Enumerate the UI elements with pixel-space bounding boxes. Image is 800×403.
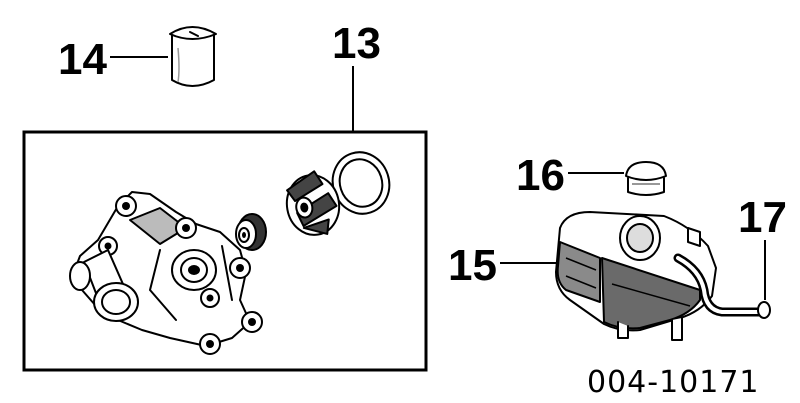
callout-16: 16 bbox=[516, 151, 565, 200]
document-number: 004-10171 bbox=[587, 365, 760, 400]
part-15-reservoir bbox=[555, 211, 717, 341]
assembly-frame-13 bbox=[22, 130, 428, 372]
callout-17: 17 bbox=[738, 193, 787, 242]
part-16-cap bbox=[625, 161, 667, 196]
part-17-hose bbox=[673, 253, 771, 319]
callout-15: 15 bbox=[448, 241, 497, 290]
callout-14: 14 bbox=[58, 35, 107, 84]
part-14-sleeve bbox=[169, 26, 217, 87]
callout-13: 13 bbox=[332, 19, 381, 68]
part-13-water-pump bbox=[69, 151, 391, 355]
